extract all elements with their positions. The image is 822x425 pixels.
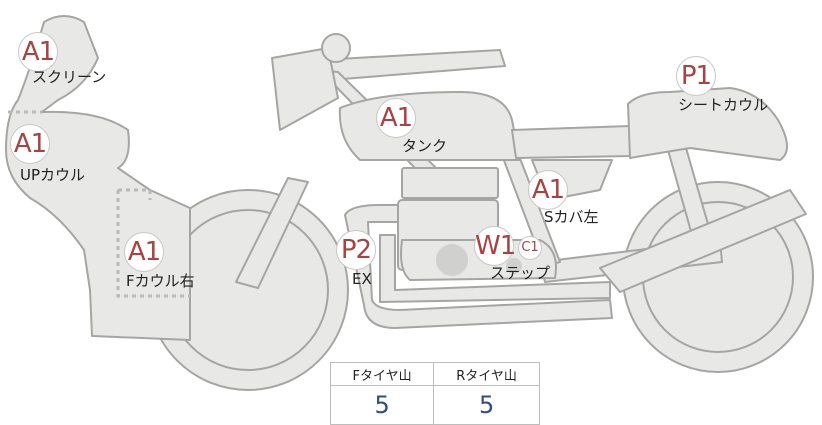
tire-table-header-row: Fタイヤ山 Rタイヤ山 <box>329 362 540 386</box>
label-step: ステップ <box>490 264 551 282</box>
marker-screen-code: A1 <box>18 32 58 72</box>
engine-cover <box>436 244 468 276</box>
marker-upcowl-code: A1 <box>10 124 50 164</box>
front-tire-value: 5 <box>329 385 435 425</box>
label-fcowl-right: Fカウル右 <box>126 272 195 290</box>
front-fork <box>235 177 309 289</box>
seat-cowl-shape <box>627 87 788 161</box>
fairing-front-join <box>116 188 190 298</box>
rear-tire-value: 5 <box>433 385 540 425</box>
marker-exhaust-code: P2 <box>336 230 376 270</box>
rear-tire-header: Rタイヤ山 <box>433 362 540 386</box>
exhaust-pipe-2 <box>379 234 611 303</box>
label-tank: タンク <box>402 137 448 155</box>
label-screen: スクリーン <box>32 68 107 86</box>
exhaust-pipe-1 <box>344 204 613 329</box>
label-upcowl: UPカウル <box>20 166 86 184</box>
marker-step-code2: C1 <box>518 236 542 260</box>
tire-table-value-row: 5 5 <box>329 385 540 425</box>
step-peg <box>506 258 522 274</box>
marker-fcowl-right-code: A1 <box>124 232 164 272</box>
engine-head <box>401 167 499 199</box>
label-side-cover-left: Sカバ左 <box>544 208 599 226</box>
label-exhaust: EX <box>352 270 372 288</box>
marker-tank-code: A1 <box>376 98 416 138</box>
headlight-stay <box>271 47 339 131</box>
rear-fender <box>599 189 807 293</box>
marker-step-code: W1 <box>474 226 516 266</box>
marker-side-cover-left-code: A1 <box>528 170 568 210</box>
fork-top <box>321 33 351 63</box>
tire-tread-table: Fタイヤ山 Rタイヤ山 5 5 <box>329 362 540 425</box>
label-seat-cowl: シートカウル <box>678 96 769 114</box>
seat <box>511 125 633 159</box>
marker-seat-cowl-code: P1 <box>676 56 716 96</box>
front-tire-header: Fタイヤ山 <box>329 362 435 386</box>
